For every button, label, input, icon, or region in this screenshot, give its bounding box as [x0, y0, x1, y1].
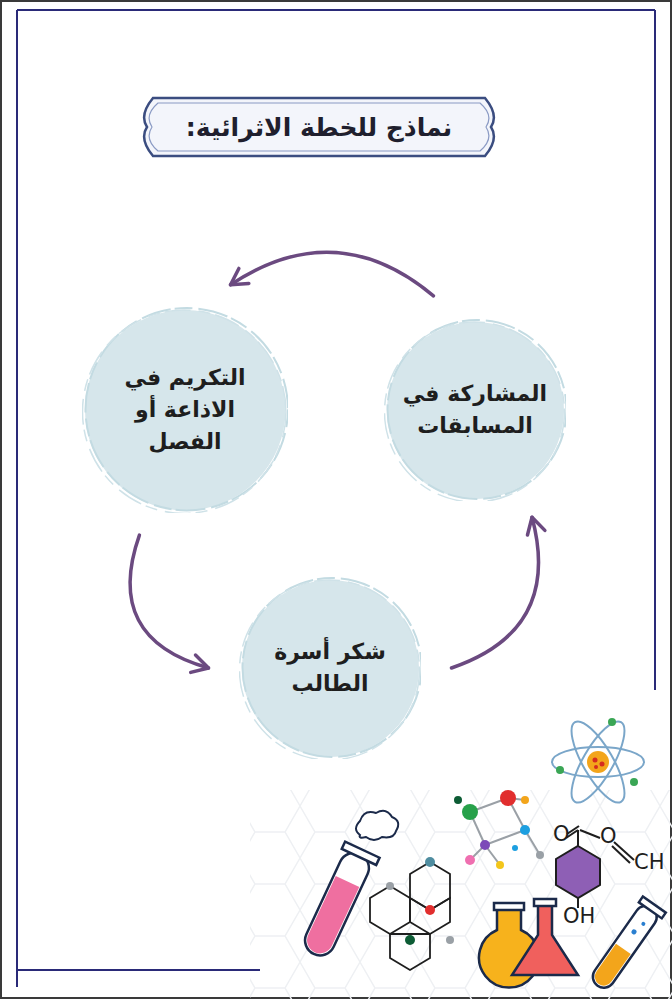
chem-symbol: CH [634, 852, 664, 873]
chem-symbol: O [600, 826, 617, 847]
title-banner: نماذج للخطة الاثرائية: [133, 96, 505, 158]
stage-label: شكر أسرة الطالب [255, 636, 405, 700]
cycle-arrow [451, 517, 544, 668]
circle-text: المشاركة في المسابقات [400, 378, 550, 442]
arrow-head [191, 655, 209, 672]
title-text: نماذج للخطة الاثرائية: [186, 113, 452, 142]
stage-circle: المشاركة في المسابقات [384, 319, 567, 502]
arrow-line [130, 535, 208, 668]
stage-circle: شكر أسرة الطالب [239, 577, 422, 760]
arrow-head [527, 517, 544, 535]
arrow-line [451, 517, 538, 668]
chem-symbol: OH [563, 906, 595, 927]
circle-text: شكر أسرة الطالب [255, 636, 405, 700]
arrow-head [231, 268, 249, 284]
circle-text: التكريم في الاذاعة أو الفصل [105, 362, 265, 458]
circle-shape [384, 319, 567, 502]
cycle-arrow [130, 535, 208, 672]
chem-symbol: O [553, 824, 570, 845]
stage-label: المشاركة في المسابقات [400, 378, 550, 442]
stage-circle: التكريم في الاذاعة أو الفصل [82, 307, 288, 513]
cycle-arrow [231, 252, 434, 296]
arrow-line [231, 252, 434, 296]
stage-label: التكريم في الاذاعة أو الفصل [105, 362, 265, 458]
circle-shape [239, 577, 422, 760]
